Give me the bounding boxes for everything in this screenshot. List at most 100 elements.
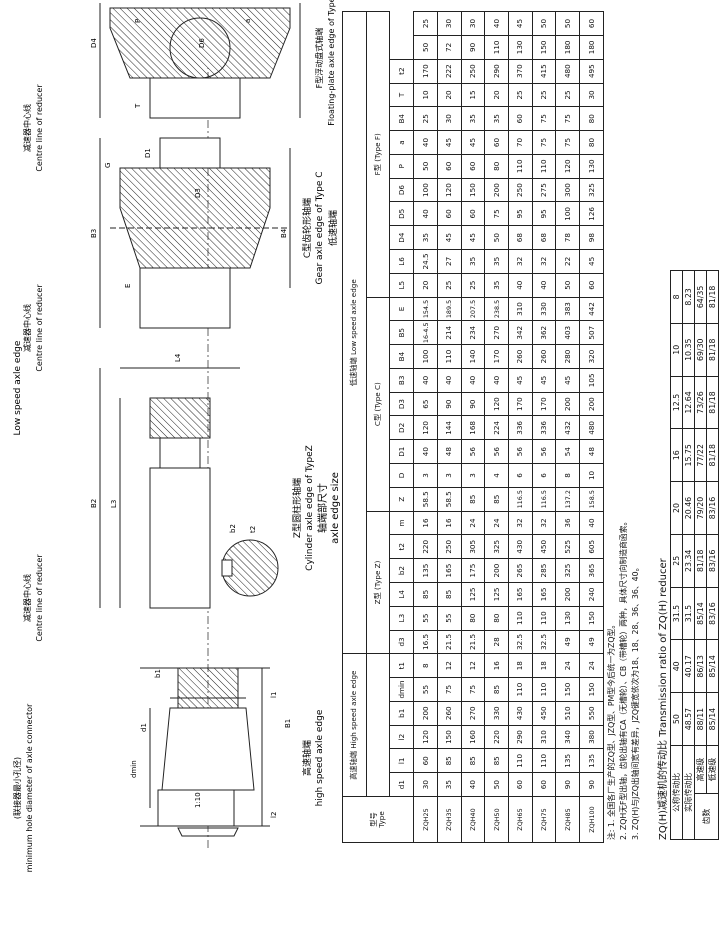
spec-value-cell: 342 [508, 320, 533, 345]
spec-value-cell: 495 [579, 59, 604, 84]
ratio-high-cell: 64/35 [694, 270, 707, 324]
dim-label-D4: D4 [90, 38, 98, 48]
ratio-high-cell: 77/22 [694, 428, 707, 482]
spec-value-cell: 60 [579, 273, 604, 298]
spec-value-cell: 56 [532, 439, 556, 464]
spec-value-cell: 35 [461, 106, 485, 131]
spec-value-cell: 330 [484, 701, 509, 726]
spec-value-cell: 95 [532, 201, 556, 226]
spec-col-header: m [389, 511, 414, 535]
spec-value-cell: 55 [413, 606, 438, 631]
spec-type-cell: ZQH85 [555, 796, 580, 843]
specs-header-row-2: Z型 (Type Z) C型 (Type C) F型 (Type F) [366, 11, 390, 843]
spec-value-cell: 45 [579, 249, 604, 274]
spec-value-cell: 325 [555, 558, 580, 583]
high-speed-shaft-drawing [140, 667, 270, 837]
spec-value-cell: 85 [484, 748, 509, 773]
dim-label-B2: B2 [90, 499, 98, 508]
spec-value-cell: 18 [508, 653, 533, 678]
spec-value-cell: 40 [413, 368, 438, 393]
spec-value-cell: 40 [532, 273, 556, 298]
ratio-actual-cell: 23.34 [682, 534, 695, 588]
dim-label-L3: L3 [110, 500, 118, 508]
centre-line-label-zh-1: 减速器中心线 [22, 574, 32, 622]
spec-value-cell: 85 [461, 748, 485, 773]
ratio-actual-cell: 8.23 [682, 270, 695, 324]
spec-col-header: B4 [389, 344, 414, 369]
spec-value-cell: 370 [508, 59, 533, 84]
spec-value-cell: 4 [484, 463, 509, 488]
spec-value-cell: 45 [437, 130, 462, 155]
spec-col-header: B3 [389, 368, 414, 393]
spec-value-cell: 32 [508, 249, 533, 274]
spec-value-cell: 50 [413, 35, 438, 60]
spec-value-cell: 110 [532, 677, 556, 702]
spec-value-cell: 45 [461, 130, 485, 155]
spec-value-cell: 180 [579, 35, 604, 60]
dim-label-B4: B4 [280, 228, 288, 238]
spec-value-cell: 85 [437, 748, 462, 773]
spec-value-cell: 45 [508, 368, 533, 393]
spec-value-cell: 80 [579, 106, 604, 131]
spec-col-header: D5 [389, 201, 414, 226]
spec-value-cell: 116.5 [532, 487, 556, 512]
note-2: 2. ZQH无F型出轴，齿轮出轴有CA（无槽轮）、CB（带槽轮）两种，具体尺寸向… [619, 517, 628, 840]
spec-value-cell: 54 [555, 439, 580, 464]
spec-value-cell: 150 [579, 606, 604, 631]
f-type-caption-zh: F型浮动盘式轴端 [314, 28, 324, 89]
spec-value-cell: 130 [508, 35, 533, 60]
spec-value-cell: 214 [437, 320, 462, 345]
spec-value-cell: 170 [532, 392, 556, 416]
spec-value-cell: 150 [555, 677, 580, 702]
ratio-low-cell: 81/18 [706, 428, 719, 482]
spec-value-cell: 32 [532, 511, 556, 535]
spec-value-cell: 365 [579, 558, 604, 583]
min-hole-en: minimum hole diameter of axle connector [25, 703, 34, 872]
spec-value-cell: 98 [579, 225, 604, 250]
spec-value-cell: 150 [461, 178, 485, 202]
hs-spacer-cell [366, 653, 390, 797]
spec-value-cell: 56 [484, 439, 509, 464]
spec-col-header: B5 [389, 320, 414, 345]
spec-value-cell: 6 [532, 463, 556, 488]
spec-value-cell: 22 [555, 249, 580, 274]
spec-value-cell: 15 [461, 83, 485, 107]
spec-value-cell: 32 [508, 511, 533, 535]
spec-value-cell: 110 [508, 154, 533, 179]
technical-drawings: 高速轴端 high speed axle edge Z型圆柱形轴端 Cylind… [12, 0, 341, 872]
ratio-nominal-cell: 10 [670, 323, 683, 377]
ratio-low-label: 低速级 [706, 745, 719, 794]
notes: 注: 1. 全国各厂生产的ZQ型、JZQ型、PM型今后统一为ZQ型。 2. ZQ… [606, 240, 642, 840]
spec-col-header: a [389, 130, 414, 155]
spec-value-cell: 442 [579, 297, 604, 321]
spec-value-cell: 158.5 [579, 487, 604, 512]
spec-value-cell: 300 [555, 178, 580, 202]
spec-value-cell: 168 [461, 416, 485, 440]
spec-value-cell: 110 [532, 154, 556, 179]
spec-value-cell: 30 [579, 83, 604, 107]
spec-value-cell: 25 [555, 83, 580, 107]
spec-value-cell: 310 [508, 297, 533, 321]
spec-value-cell: 45 [461, 225, 485, 250]
spec-value-cell: 35 [484, 249, 509, 274]
spec-value-cell: 110 [532, 748, 556, 773]
spec-value-cell: 110 [437, 344, 462, 369]
spec-col-header: d3 [389, 630, 414, 654]
spec-value-cell: 85 [484, 487, 509, 512]
spec-value-cell: 45 [532, 368, 556, 393]
spec-value-cell: 48 [437, 439, 462, 464]
spec-value-cell: 250 [508, 178, 533, 202]
dim-label-P: P [134, 19, 142, 23]
note-3: 3. ZQ(H)与JZQ出轴间宽有差异，JZQ键宽依次为18、18、28、36、… [631, 563, 640, 840]
spec-value-cell: 110 [484, 35, 509, 60]
f-type-shaft-drawing [99, 3, 301, 119]
ratio-actual-cell: 20.46 [682, 481, 695, 535]
spec-col-header: L4 [389, 582, 414, 607]
spec-value-cell: 336 [532, 416, 556, 440]
spec-value-cell: 270 [461, 701, 485, 726]
spec-value-cell: 507 [579, 320, 604, 345]
ratio-nominal-cell: 20 [670, 481, 683, 535]
